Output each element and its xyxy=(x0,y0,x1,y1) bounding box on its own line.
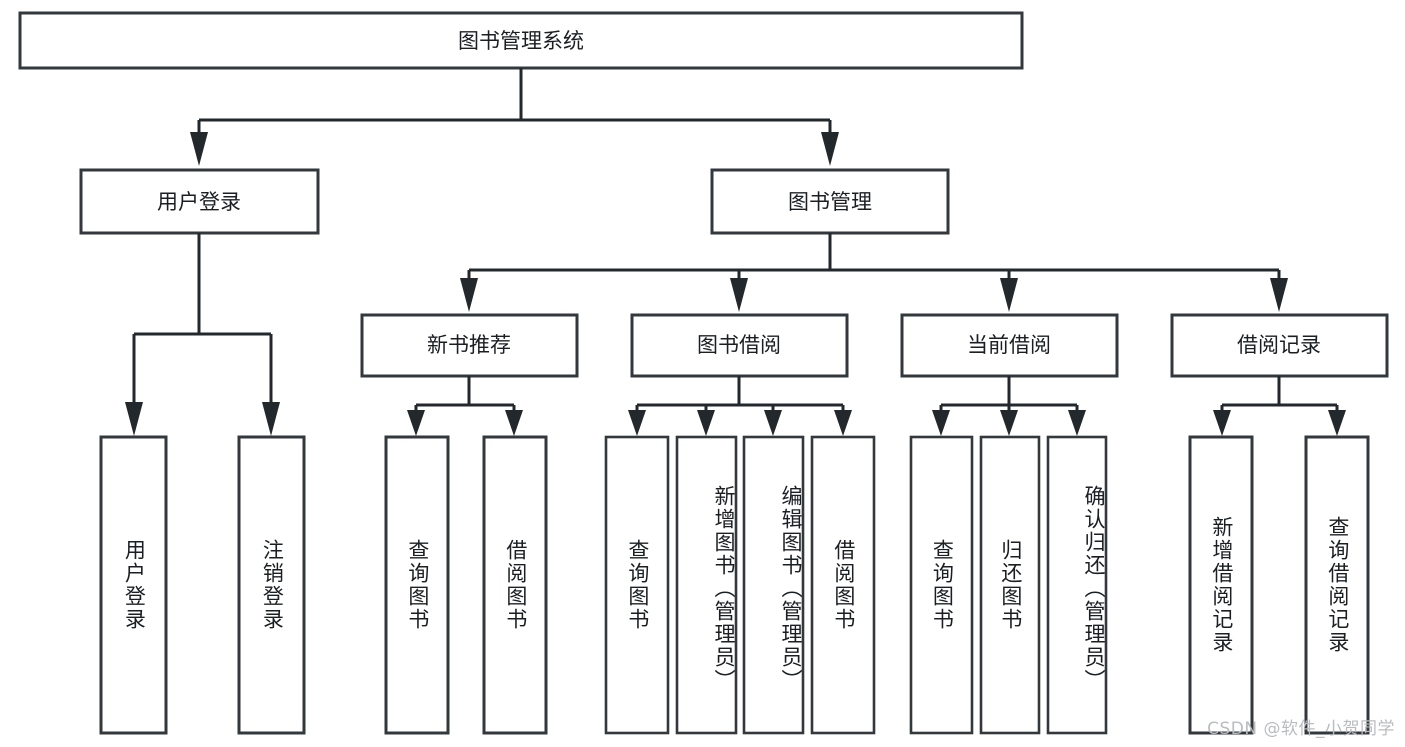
node-borrow-record-label: 借阅记录 xyxy=(1237,333,1321,357)
leaf-box-nb-query-book[interactable] xyxy=(384,435,450,735)
node-current-borrow[interactable] xyxy=(900,313,1119,378)
arrowhead-nb-leaf-query xyxy=(407,410,425,436)
arrowhead-leaf-logout xyxy=(262,402,280,436)
arrowhead-book-borrow xyxy=(730,278,748,312)
arrowhead-current-borrow xyxy=(1000,278,1018,312)
node-book-borrow-label: 图书借阅 xyxy=(697,333,781,357)
node-book-management[interactable] xyxy=(710,168,950,235)
arrowhead-br-leaf-add-record xyxy=(1213,410,1231,436)
leaf-box-nb-borrow-book[interactable] xyxy=(482,435,548,735)
node-new-book-recommend[interactable] xyxy=(360,313,579,378)
arrowhead-bb-leaf-add-book xyxy=(697,410,715,436)
arrowhead-br-leaf-query-record xyxy=(1328,410,1346,436)
leaf-box-user-login[interactable] xyxy=(99,435,168,735)
leaf-box-br-add-record[interactable] xyxy=(1188,435,1254,735)
node-root-book-management-system[interactable] xyxy=(18,11,1024,70)
node-new-book-recommend-label: 新书推荐 xyxy=(427,333,511,357)
leaf-box-br-query-record[interactable] xyxy=(1304,435,1370,735)
node-user-login-label: 用户登录 xyxy=(157,190,241,214)
arrowhead-cb-leaf-query-book xyxy=(932,410,950,436)
leaf-box-bb-add-book[interactable] xyxy=(675,435,738,735)
leaf-box-cb-confirm-return[interactable] xyxy=(1046,435,1108,735)
leaf-box-logout[interactable] xyxy=(237,435,306,735)
leaf-box-bb-borrow-book[interactable] xyxy=(810,435,876,735)
arrowhead-user-login xyxy=(190,132,208,166)
node-book-management-label: 图书管理 xyxy=(788,190,872,214)
arrowhead-new-book-recommend xyxy=(460,278,478,312)
leaf-box-cb-return-book[interactable] xyxy=(979,435,1041,735)
arrowhead-cb-leaf-confirm-return xyxy=(1068,410,1086,436)
arrowhead-borrow-record xyxy=(1270,278,1288,312)
arrowhead-cb-leaf-return-book xyxy=(1000,410,1018,436)
node-current-borrow-label: 当前借阅 xyxy=(967,333,1051,357)
arrowhead-bb-leaf-borrow-book xyxy=(834,410,852,436)
leaf-box-bb-query-book[interactable] xyxy=(604,435,670,735)
node-root-label: 图书管理系统 xyxy=(458,29,584,53)
arrowhead-leaf-user-login xyxy=(125,402,143,436)
arrowhead-bb-leaf-query-book xyxy=(628,410,646,436)
leaf-box-cb-query-book[interactable] xyxy=(909,435,974,735)
arrowhead-bb-leaf-edit-book xyxy=(764,410,782,436)
watermark-text: CSDN @软件_小贺同学 xyxy=(1207,719,1395,739)
node-book-borrow[interactable] xyxy=(630,313,849,378)
node-borrow-record[interactable] xyxy=(1170,313,1389,378)
arrowhead-nb-leaf-borrow xyxy=(505,410,523,436)
arrowhead-book-management xyxy=(821,132,839,166)
leaf-box-bb-edit-book[interactable] xyxy=(742,435,805,735)
